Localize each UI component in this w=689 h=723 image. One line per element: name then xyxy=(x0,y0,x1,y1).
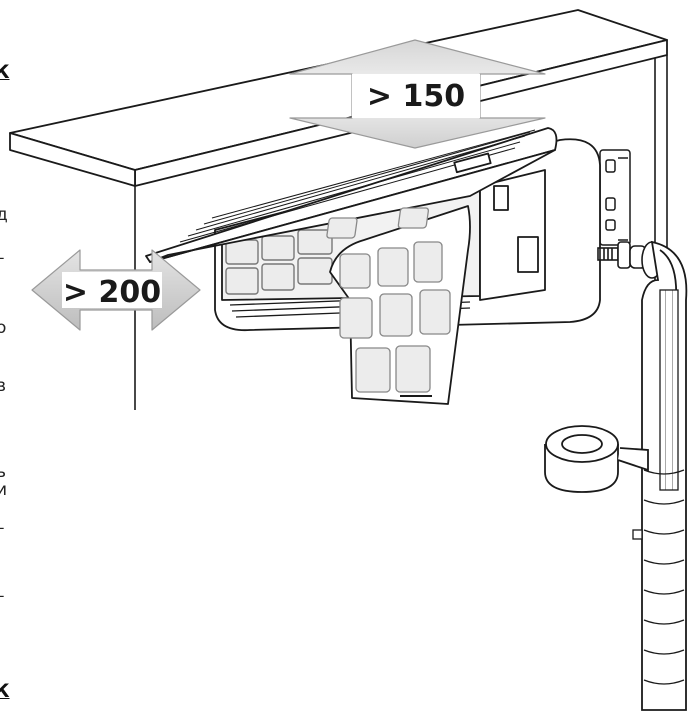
cropped-text-fragment: в xyxy=(0,376,7,396)
side-clearance-arrow: > 200 xyxy=(31,249,201,331)
inner-filter-grid xyxy=(225,229,333,295)
mounting-bracket xyxy=(599,149,631,246)
cropped-heading-bottom: К xyxy=(0,680,10,702)
cropped-text-fragment: д xyxy=(0,205,8,225)
top-clearance-label: > 150 xyxy=(367,79,465,114)
top-clearance-arrow: > 150 xyxy=(289,39,546,149)
tape-roll xyxy=(544,425,649,493)
insulation-tape-wraps xyxy=(643,469,685,685)
cropped-text-fragment: и xyxy=(0,480,8,500)
cropped-text-fragment: – xyxy=(0,586,5,606)
cropped-text-fragment: ь xyxy=(0,462,7,482)
side-clearance-label: > 200 xyxy=(63,275,161,310)
drain-hose xyxy=(659,289,679,491)
cropped-heading-top: К xyxy=(0,61,10,83)
pipe-connection xyxy=(597,241,663,279)
front-panel-open xyxy=(145,127,558,263)
wall-clip xyxy=(632,529,643,540)
cropped-text-fragment: – xyxy=(0,518,5,538)
air-filter-cells xyxy=(326,207,451,393)
cropped-text-fragment: – xyxy=(0,248,5,268)
cropped-text-fragment: о xyxy=(0,318,7,338)
